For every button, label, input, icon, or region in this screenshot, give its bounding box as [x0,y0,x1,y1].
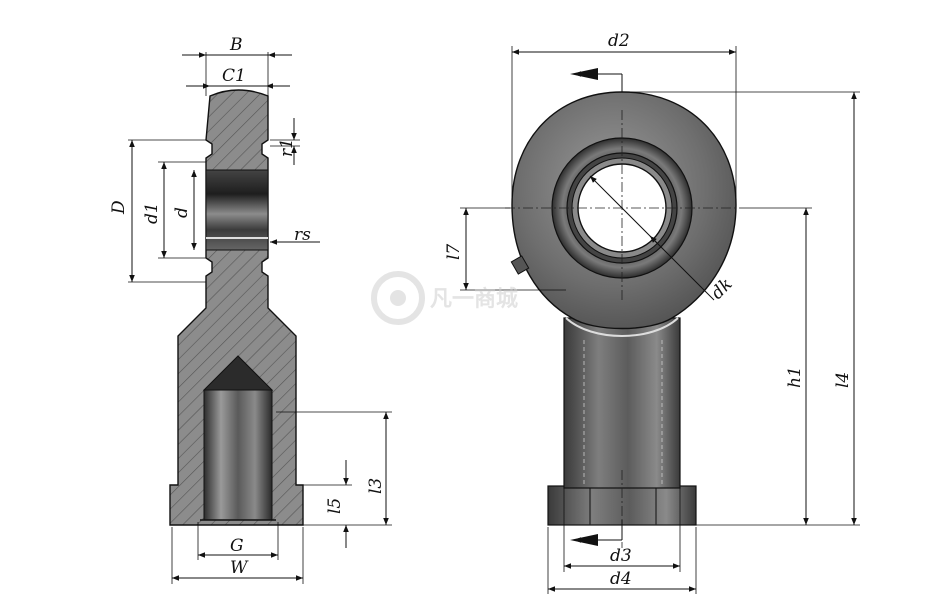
label-D: D [109,200,129,215]
label-d4: d4 [610,569,632,589]
section-dimensions: B C1 r1 D d1 d rs l3 l5 [109,35,392,584]
label-G: G [230,536,244,556]
label-rs: rs [294,225,311,245]
label-l4: l4 [833,372,853,388]
ball-section [205,169,269,251]
label-l3: l3 [366,478,386,494]
label-r1: r1 [277,138,297,157]
grease-nipple [510,255,530,275]
watermark-text: 凡一商城 [430,286,518,312]
label-l5: l5 [325,498,345,514]
shank [563,317,681,489]
label-C1: C1 [222,66,246,86]
front-view [505,91,740,548]
label-h1: h1 [785,366,805,388]
watermark: 凡一商城 [371,271,518,325]
threaded-bore [203,389,273,521]
label-B: B [229,35,243,55]
label-d2: d2 [608,31,630,51]
label-W: W [230,558,249,578]
section-view [169,89,304,526]
watermark-logo-icon [371,271,425,325]
label-d1: d1 [142,202,162,224]
label-d: d [172,207,192,218]
label-d3: d3 [610,546,632,566]
label-l7: l7 [444,244,464,260]
